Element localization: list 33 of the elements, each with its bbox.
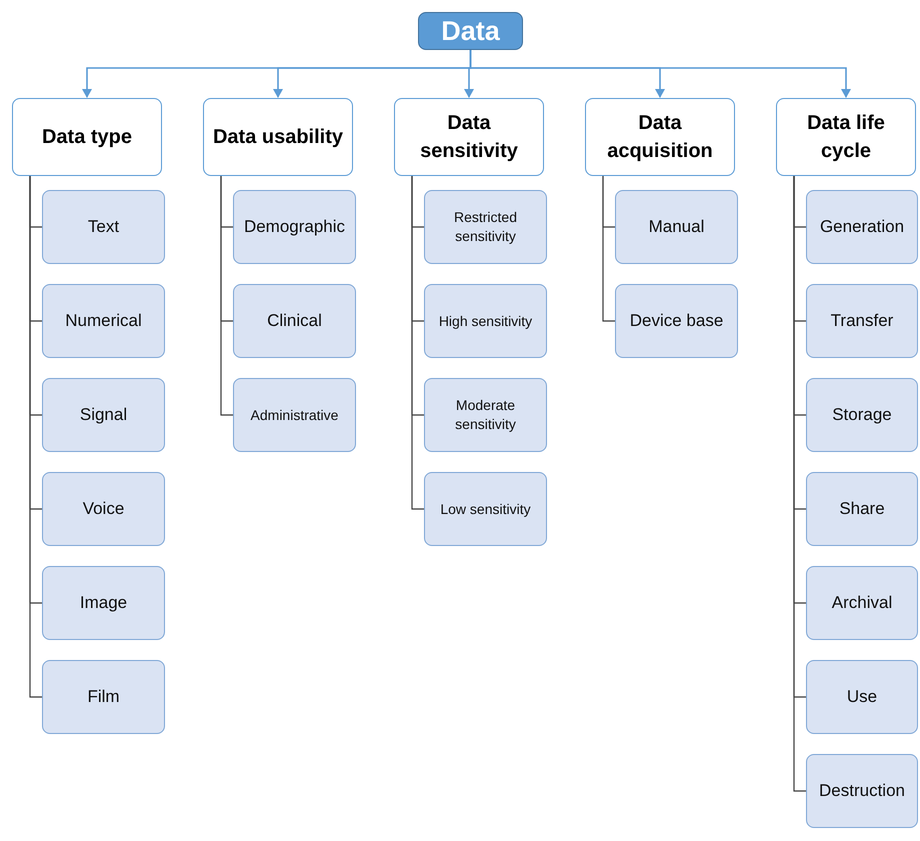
item-box: Low sensitivity: [424, 472, 547, 546]
item-box: Numerical: [42, 284, 165, 358]
item-box: Signal: [42, 378, 165, 452]
category-box: Data acquisition: [585, 98, 735, 176]
category-box: Data type: [12, 98, 162, 176]
item-box: Destruction: [806, 754, 918, 828]
connector-line: [602, 176, 615, 322]
connector-line: [29, 176, 42, 698]
category-box: Data usability: [203, 98, 353, 176]
connector-line: [793, 176, 806, 792]
item-box: Moderate sensitivity: [424, 378, 547, 452]
item-box: Use: [806, 660, 918, 734]
connector-line: [411, 176, 424, 510]
item-box: Voice: [42, 472, 165, 546]
item-box: Transfer: [806, 284, 918, 358]
item-box: Restricted sensitivity: [424, 190, 547, 264]
connector-line: [220, 176, 233, 416]
item-box: Archival: [806, 566, 918, 640]
item-box: Demographic: [233, 190, 356, 264]
item-box: Film: [42, 660, 165, 734]
item-box: Storage: [806, 378, 918, 452]
item-box: Device base: [615, 284, 738, 358]
item-box: Manual: [615, 190, 738, 264]
item-box: High sensitivity: [424, 284, 547, 358]
category-box: Data life cycle: [776, 98, 916, 176]
item-box: Clinical: [233, 284, 356, 358]
item-box: Generation: [806, 190, 918, 264]
item-box: Share: [806, 472, 918, 546]
category-box: Data sensitivity: [394, 98, 544, 176]
item-box: Text: [42, 190, 165, 264]
root-box: Data: [418, 12, 523, 50]
item-box: Administrative: [233, 378, 356, 452]
item-box: Image: [42, 566, 165, 640]
